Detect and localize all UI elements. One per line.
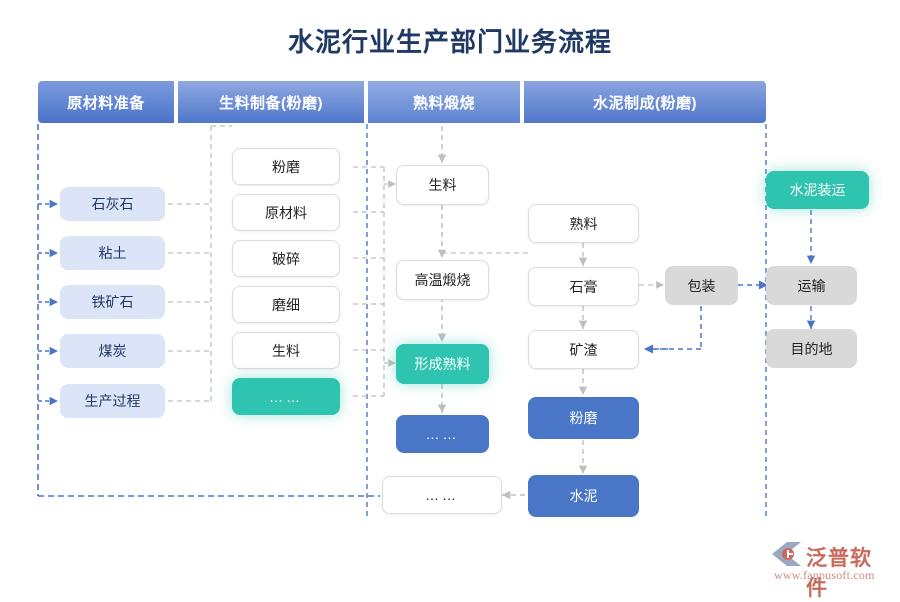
prep-bus-left — [168, 125, 232, 403]
logo-name: 泛普软件 — [806, 547, 872, 600]
node-iron-ore[interactable]: 铁矿石 — [60, 285, 165, 319]
logo-url: www.fanpusoft.com — [774, 568, 875, 582]
packing-return-path — [648, 306, 702, 350]
phase-header-clinker-burning: 熟料煅烧 — [368, 81, 520, 123]
node-raw-meal-prep[interactable]: 生料 — [232, 332, 340, 369]
node-gypsum[interactable]: 石膏 — [528, 267, 639, 306]
prep-to-burn-arrows — [384, 180, 396, 367]
node-grinding-prep[interactable]: 粉磨 — [232, 148, 340, 185]
prep-bus-right — [353, 166, 385, 397]
node-destination[interactable]: 目的地 — [766, 329, 857, 368]
node-more-burning[interactable]: …… — [396, 415, 489, 453]
node-more-cement[interactable]: …… — [382, 476, 502, 514]
raw-material-bus — [37, 124, 380, 497]
node-cement[interactable]: 水泥 — [528, 475, 639, 517]
node-slag[interactable]: 矿渣 — [528, 330, 639, 369]
logo-mark-icon — [772, 542, 801, 566]
node-raw-meal-burn[interactable]: 生料 — [396, 165, 489, 205]
node-more-prep[interactable]: …… — [232, 378, 340, 415]
node-clay[interactable]: 粘土 — [60, 236, 165, 270]
node-coal[interactable]: 煤炭 — [60, 334, 165, 368]
node-high-temp-calcination[interactable]: 高温煅烧 — [396, 260, 489, 300]
node-clinker[interactable]: 熟料 — [528, 204, 639, 243]
node-limestone[interactable]: 石灰石 — [60, 187, 165, 221]
phase-header-raw-materials: 原材料准备 — [38, 81, 174, 123]
node-crushing[interactable]: 破碎 — [232, 240, 340, 277]
node-transport[interactable]: 运输 — [766, 266, 857, 305]
node-fine-grinding[interactable]: 磨细 — [232, 286, 340, 323]
brand-logo: 泛普软件 www.fanpusoft.com — [770, 540, 890, 600]
node-cement-shipping[interactable]: 水泥装运 — [766, 171, 869, 209]
phase-header-raw-meal-prep: 生料制备(粉磨) — [178, 81, 364, 123]
node-packaging[interactable]: 包装 — [665, 266, 738, 305]
node-raw-material[interactable]: 原材料 — [232, 194, 340, 231]
meal-to-clinker-branch — [441, 205, 528, 254]
node-production-process[interactable]: 生产过程 — [60, 384, 165, 418]
raw-material-arrows — [38, 199, 58, 406]
page-title: 水泥行业生产部门业务流程 — [287, 27, 612, 57]
phase-header-cement-making: 水泥制成(粉磨) — [524, 81, 766, 123]
node-form-clinker[interactable]: 形成熟料 — [396, 344, 489, 384]
node-grinding-cement[interactable]: 粉磨 — [528, 397, 639, 439]
